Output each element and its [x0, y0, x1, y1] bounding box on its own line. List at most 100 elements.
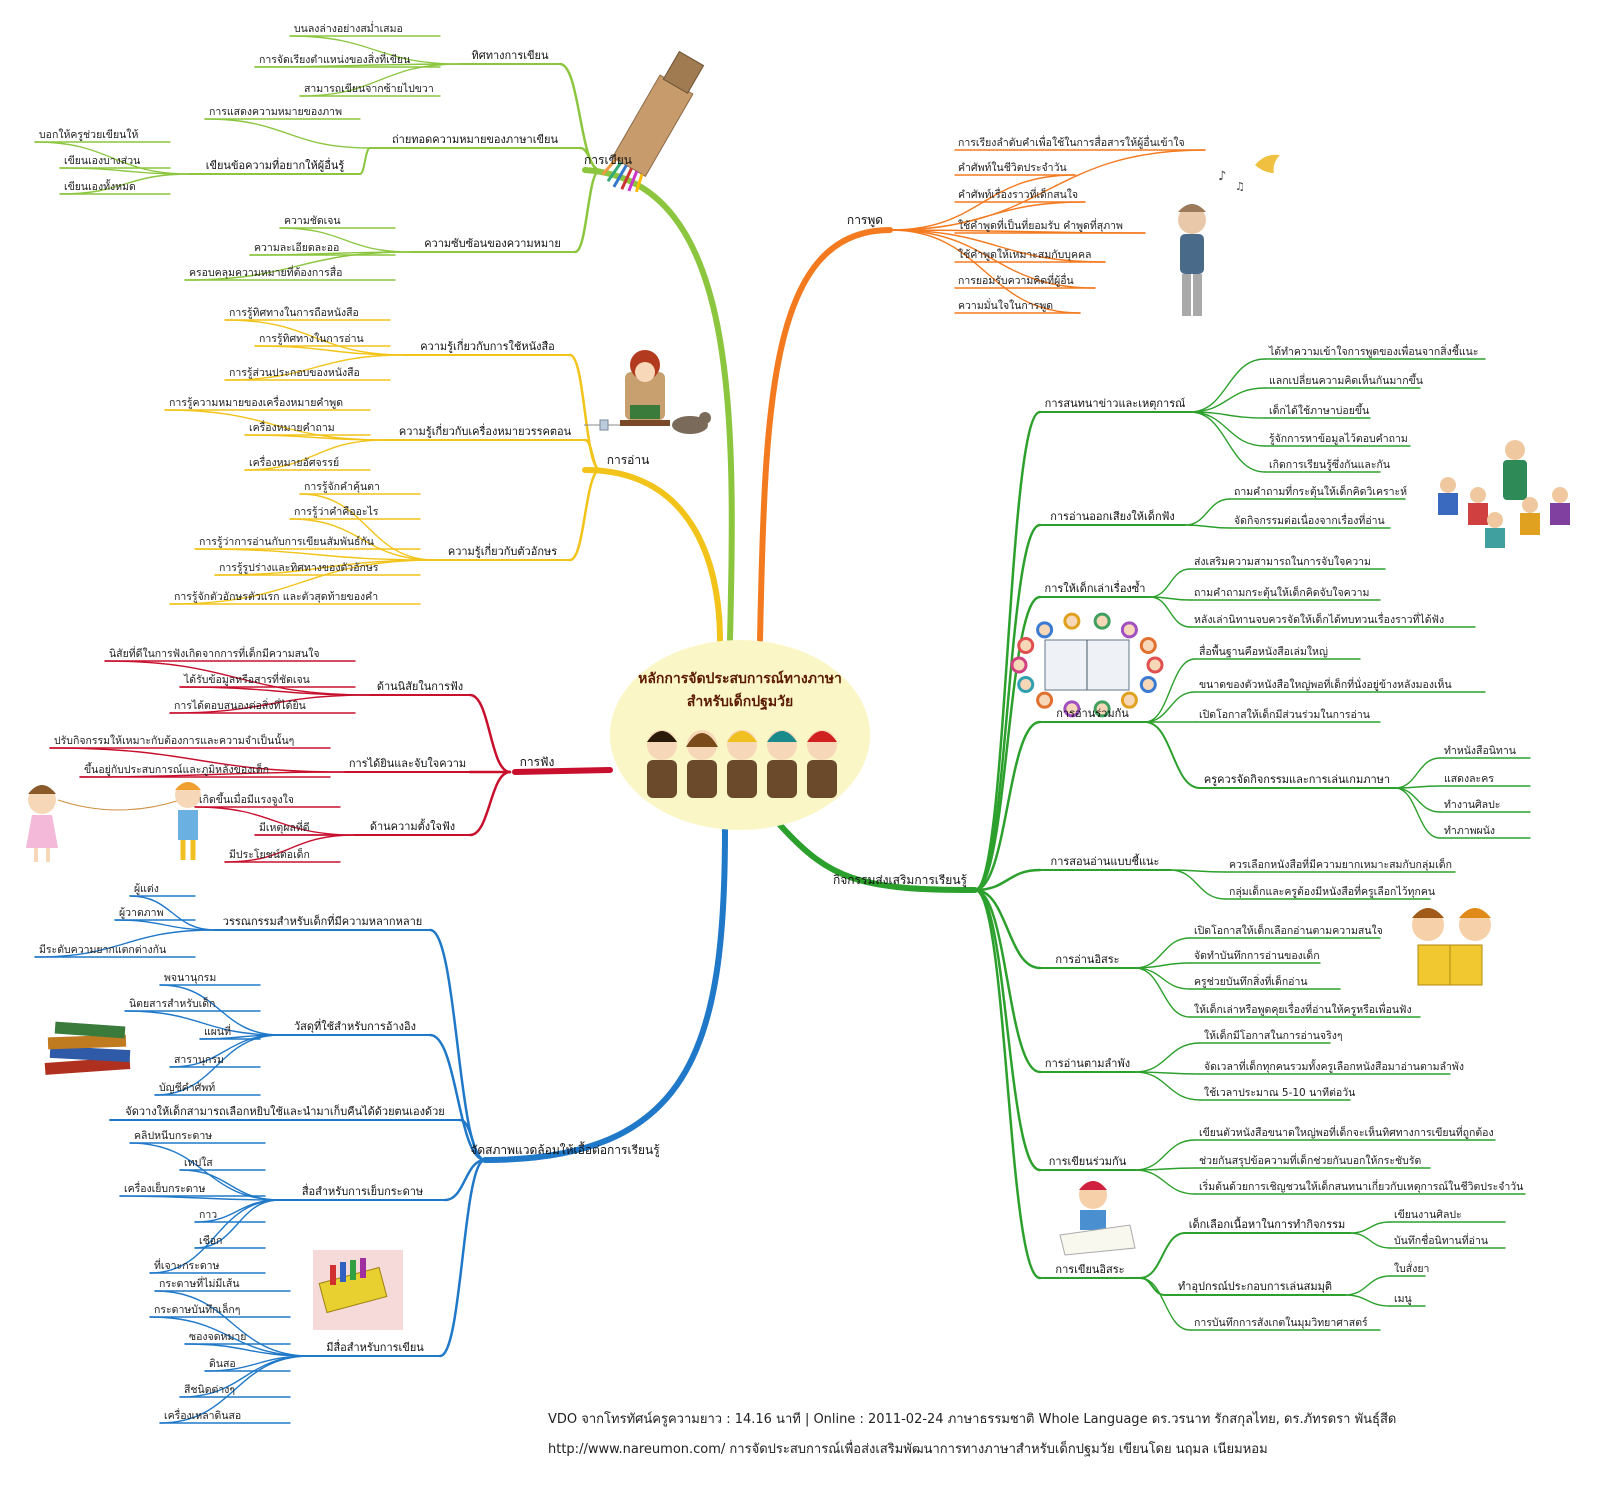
activities-leaf-3-1: ขนาดของตัวหนังสือใหญ่พอที่เด็กที่นั่งอยู…: [1199, 677, 1452, 691]
activities-leaf-1-1-stem: [1185, 525, 1230, 528]
center-title-line2: สำหรับเด็กปฐมวัย: [687, 692, 793, 711]
reading-leaf-1-2: เครื่องหมายอัศจรรย์: [249, 455, 339, 469]
trunk-listening: [515, 770, 610, 772]
activities-leaf-0-3: รู้จักการหาข้อมูลไว้ตอบคำถาม: [1269, 432, 1408, 445]
activities-leaf-0-4: เกิดการเรียนรู้ซึ่งกันและกัน: [1269, 457, 1390, 471]
activities-subsub-8a-leaf-1: บันทึกชื่อนิทานที่อ่าน: [1394, 1233, 1488, 1247]
center-title-line1: หลักการจัดประสบการณ์ทางภาษา: [638, 670, 842, 687]
book-stack-illustration: [45, 1022, 131, 1075]
reading-leaf-1-1-stem: [245, 435, 385, 440]
environment-leaf-4-0-stem: [155, 1291, 310, 1356]
listening-leaf-2-2: มีประโยชน์ต่อเด็ก: [229, 847, 310, 861]
svg-text:♫: ♫: [1235, 180, 1245, 193]
trunk-speaking: [760, 230, 890, 640]
reading-leaf-1-1: เครื่องหมายคำถาม: [249, 420, 335, 434]
branch-activities-label: กิจกรรมส่งเสริมการเรียนรู้: [833, 873, 968, 888]
speaking-leaf-0: การเรียงลำดับคำเพื่อใช้ในการสื่อสารให้ผู…: [958, 135, 1185, 149]
activities-leaf-0-0-stem: [1190, 359, 1265, 412]
activities-leaf-4-0: ควรเลือกหนังสือที่มีความยากเหมาะสมกับกลุ…: [1229, 857, 1452, 871]
listening-leaf-2-0: เกิดขึ้นเมื่อมีแรงจูงใจ: [199, 792, 294, 806]
reading-sub-2-label: ความรู้เกี่ยวกับตัวอักษร: [448, 543, 557, 558]
speaking-leaf-4: ใช้คำพูดให้เหมาะสมกับบุคคล: [958, 248, 1091, 261]
environment-leaf-1-4: บัญชีคำศัพท์: [159, 1081, 215, 1094]
environment-sub-1-label: วัสดุที่ใช้สำหรับการอ้างอิง: [294, 1018, 416, 1033]
reading-leaf-0-2: การรู้ส่วนประกอบของหนังสือ: [229, 366, 360, 379]
speaking-leaf-2: คำศัพท์เรื่องราวที่เด็กสนใจ: [958, 187, 1078, 201]
kid-writing-illustration: [1060, 1181, 1135, 1255]
reading-sub-2-stem: [570, 470, 600, 560]
activities-subsub-8b-leaf-1: เมนู: [1394, 1293, 1412, 1305]
environment-leaf-0-1: ผู้วาดภาพ: [119, 907, 164, 919]
activities-leaf-8-0: การบันทึกการสังเกตในมุมวิทยาศาสตร์: [1194, 1316, 1368, 1329]
listening-leaf-0-1: ได้รับข้อมูลหรือสารที่ชัดเจน: [183, 672, 310, 686]
environment-leaf-1-1: นิตยสารสำหรับเด็ก: [129, 996, 215, 1010]
environment-leaf-3-0: คลิปหนีบกระดาษ: [134, 1129, 212, 1142]
activities-subsub-8a-leaf-1-stem: [1350, 1233, 1390, 1248]
environment-leaf-3-1: เทปใส: [184, 1156, 213, 1169]
environment-leaf-1-3: สารานุกรม: [174, 1054, 224, 1066]
listening-sub-2-label: ด้านความตั้งใจฟัง: [370, 818, 455, 833]
writing-subsub-leaf-0: บอกให้ครูช่วยเขียนให้: [39, 128, 138, 141]
writing-leaf-2-1: ความละเอียดละออ: [254, 241, 339, 254]
kid-head: [1122, 693, 1136, 707]
footer-line-2: http://www.nareumon.com/ การจัดประสบการณ…: [548, 1438, 1268, 1459]
svg-text:♪: ♪: [1218, 169, 1226, 184]
writing-subsub-leaf-1-stem: [60, 168, 190, 174]
activities-leaf-6-2: ใช้เวลาประมาณ 5-10 นาทีต่อวัน: [1204, 1086, 1355, 1099]
activities-leaf-3-2: เปิดโอกาสให้เด็กมีส่วนร่วมในการอ่าน: [1199, 707, 1370, 721]
environment-leaf-1-2: แผนที่: [204, 1024, 231, 1038]
listening-leaf-1-0: ปรับกิจกรรมให้เหมาะกับต้องการและความจำเป…: [54, 733, 294, 747]
writing-subsub-leaf-1: เขียนเองบางส่วน: [64, 154, 140, 167]
environment-leaf-4-3: ดินสอ: [209, 1358, 236, 1370]
activities-leaf-7-2: เริ่มต้นด้วยการเชิญชวนให้เด็กสนทนาเกี่ยว…: [1199, 1179, 1523, 1193]
activities-leaf-2-1: ถามคำถามกระตุ้นให้เด็กคิดจับใจความ: [1194, 585, 1369, 599]
listening-sub-2-stem: [470, 772, 510, 835]
environment-leaf-4-0: กระดาษที่ไม่มีเส้น: [159, 1276, 240, 1290]
writing-leaf-2-0: ความชัดเจน: [284, 215, 341, 227]
reading-sub-1-stem: [585, 440, 600, 470]
activities-leaf-5-2: ครูช่วยบันทึกสิ่งที่เด็กอ่าน: [1194, 974, 1308, 988]
activities-leaf-2-2: หลังเล่านิทานจบควรจัดให้เด็กได้ทบทวนเรื่…: [1194, 612, 1444, 626]
two-kids-reading-illustration: [1412, 908, 1491, 985]
activities-subsub-3-leaf-3: ทำภาพผนัง: [1444, 825, 1495, 837]
branch-writing-label: การเขียน: [584, 153, 632, 167]
activities-subsub-3-leaf-3-stem: [1395, 788, 1440, 838]
activities-subsub-3-leaf-0: ทำหนังสือนิทาน: [1444, 744, 1516, 757]
environment-leaf-4-5: เครื่องเหลาดินสอ: [164, 1408, 241, 1422]
writing-leaf-0-1: การจัดเรียงตำแหน่งของสิ่งที่เขียน: [259, 52, 410, 66]
branch-speaking-label: การพูด: [847, 213, 883, 228]
kid-head: [1012, 658, 1026, 672]
trunk-reading: [585, 470, 720, 640]
speaking-leaf-3: ใช้คำพูดที่เป็นที่ยอมรับ คำพูดที่สุภาพ: [958, 218, 1123, 232]
activities-leaf-3-0: สื่อพื้นฐานคือหนังสือเล่มใหญ่: [1199, 644, 1328, 658]
activities-sub-6-label: การอ่านตามลำพัง: [1045, 1057, 1130, 1070]
activities-leaf-4-1-stem: [1170, 870, 1225, 899]
listening-leaf-0-2: การได้ตอบสนองต่อสิ่งที่ได้ยิน: [174, 698, 306, 712]
footer-line-1: VDO จากโทรทัศน์ครูความยาว : 14.16 นาที |…: [548, 1408, 1396, 1429]
activities-sub-8-label: การเขียนอิสระ: [1055, 1263, 1124, 1276]
activities-leaf-7-1: ช่วยกันสรุปข้อความที่เด็กช่วยกันบอกให้กร…: [1199, 1153, 1421, 1167]
environment-leaf-3-4: เชือก: [199, 1234, 222, 1247]
activities-leaf-0-1: แลกเปลี่ยนความคิดเห็นกันมากขึ้น: [1269, 373, 1423, 387]
environment-sub-4-stem: [440, 1160, 485, 1356]
branch-reading-label: การอ่าน: [607, 453, 650, 467]
environment-leaf-4-1: กระดาษบันทึกเล็กๆ: [154, 1302, 240, 1316]
speaking-leaf-1: คำศัพท์ในชีวิตประจำวัน: [958, 161, 1067, 174]
environment-sub-0-label: วรรณกรรมสำหรับเด็กที่มีความหลากหลาย: [223, 913, 422, 928]
activities-leaf-2-2-stem: [1150, 597, 1190, 627]
activities-leaf-5-3: ให้เด็กเล่าหรือพูดคุยเรื่องที่อ่านให้ครู…: [1194, 1002, 1412, 1016]
big-book-illustration: [1045, 640, 1129, 690]
writing-subsub-leaf-2: เขียนเองทั้งหมด: [64, 179, 136, 193]
kid-head: [1038, 693, 1052, 707]
activities-sub-6-stem: [975, 890, 1040, 1072]
environment-sub-0-stem: [430, 930, 485, 1160]
activities-leaf-5-3-stem: [1135, 968, 1190, 1017]
environment-leaf-0-0: ผู้แต่ง: [134, 883, 159, 895]
activities-leaf-6-1: จัดเวลาที่เด็กทุกคนรวมทั้งครูเลือกหนังสื…: [1204, 1059, 1464, 1073]
reading-leaf-2-0-stem: [300, 494, 435, 560]
listening-sub-0-label: ด้านนิสัยในการฟัง: [377, 680, 463, 693]
kid-head: [1141, 678, 1155, 692]
kid-head: [1019, 678, 1033, 692]
activities-leaf-5-1-stem: [1135, 963, 1190, 968]
environment-sub-3-label: สื่อสำหรับการเย็บกระดาษ: [302, 1183, 423, 1198]
